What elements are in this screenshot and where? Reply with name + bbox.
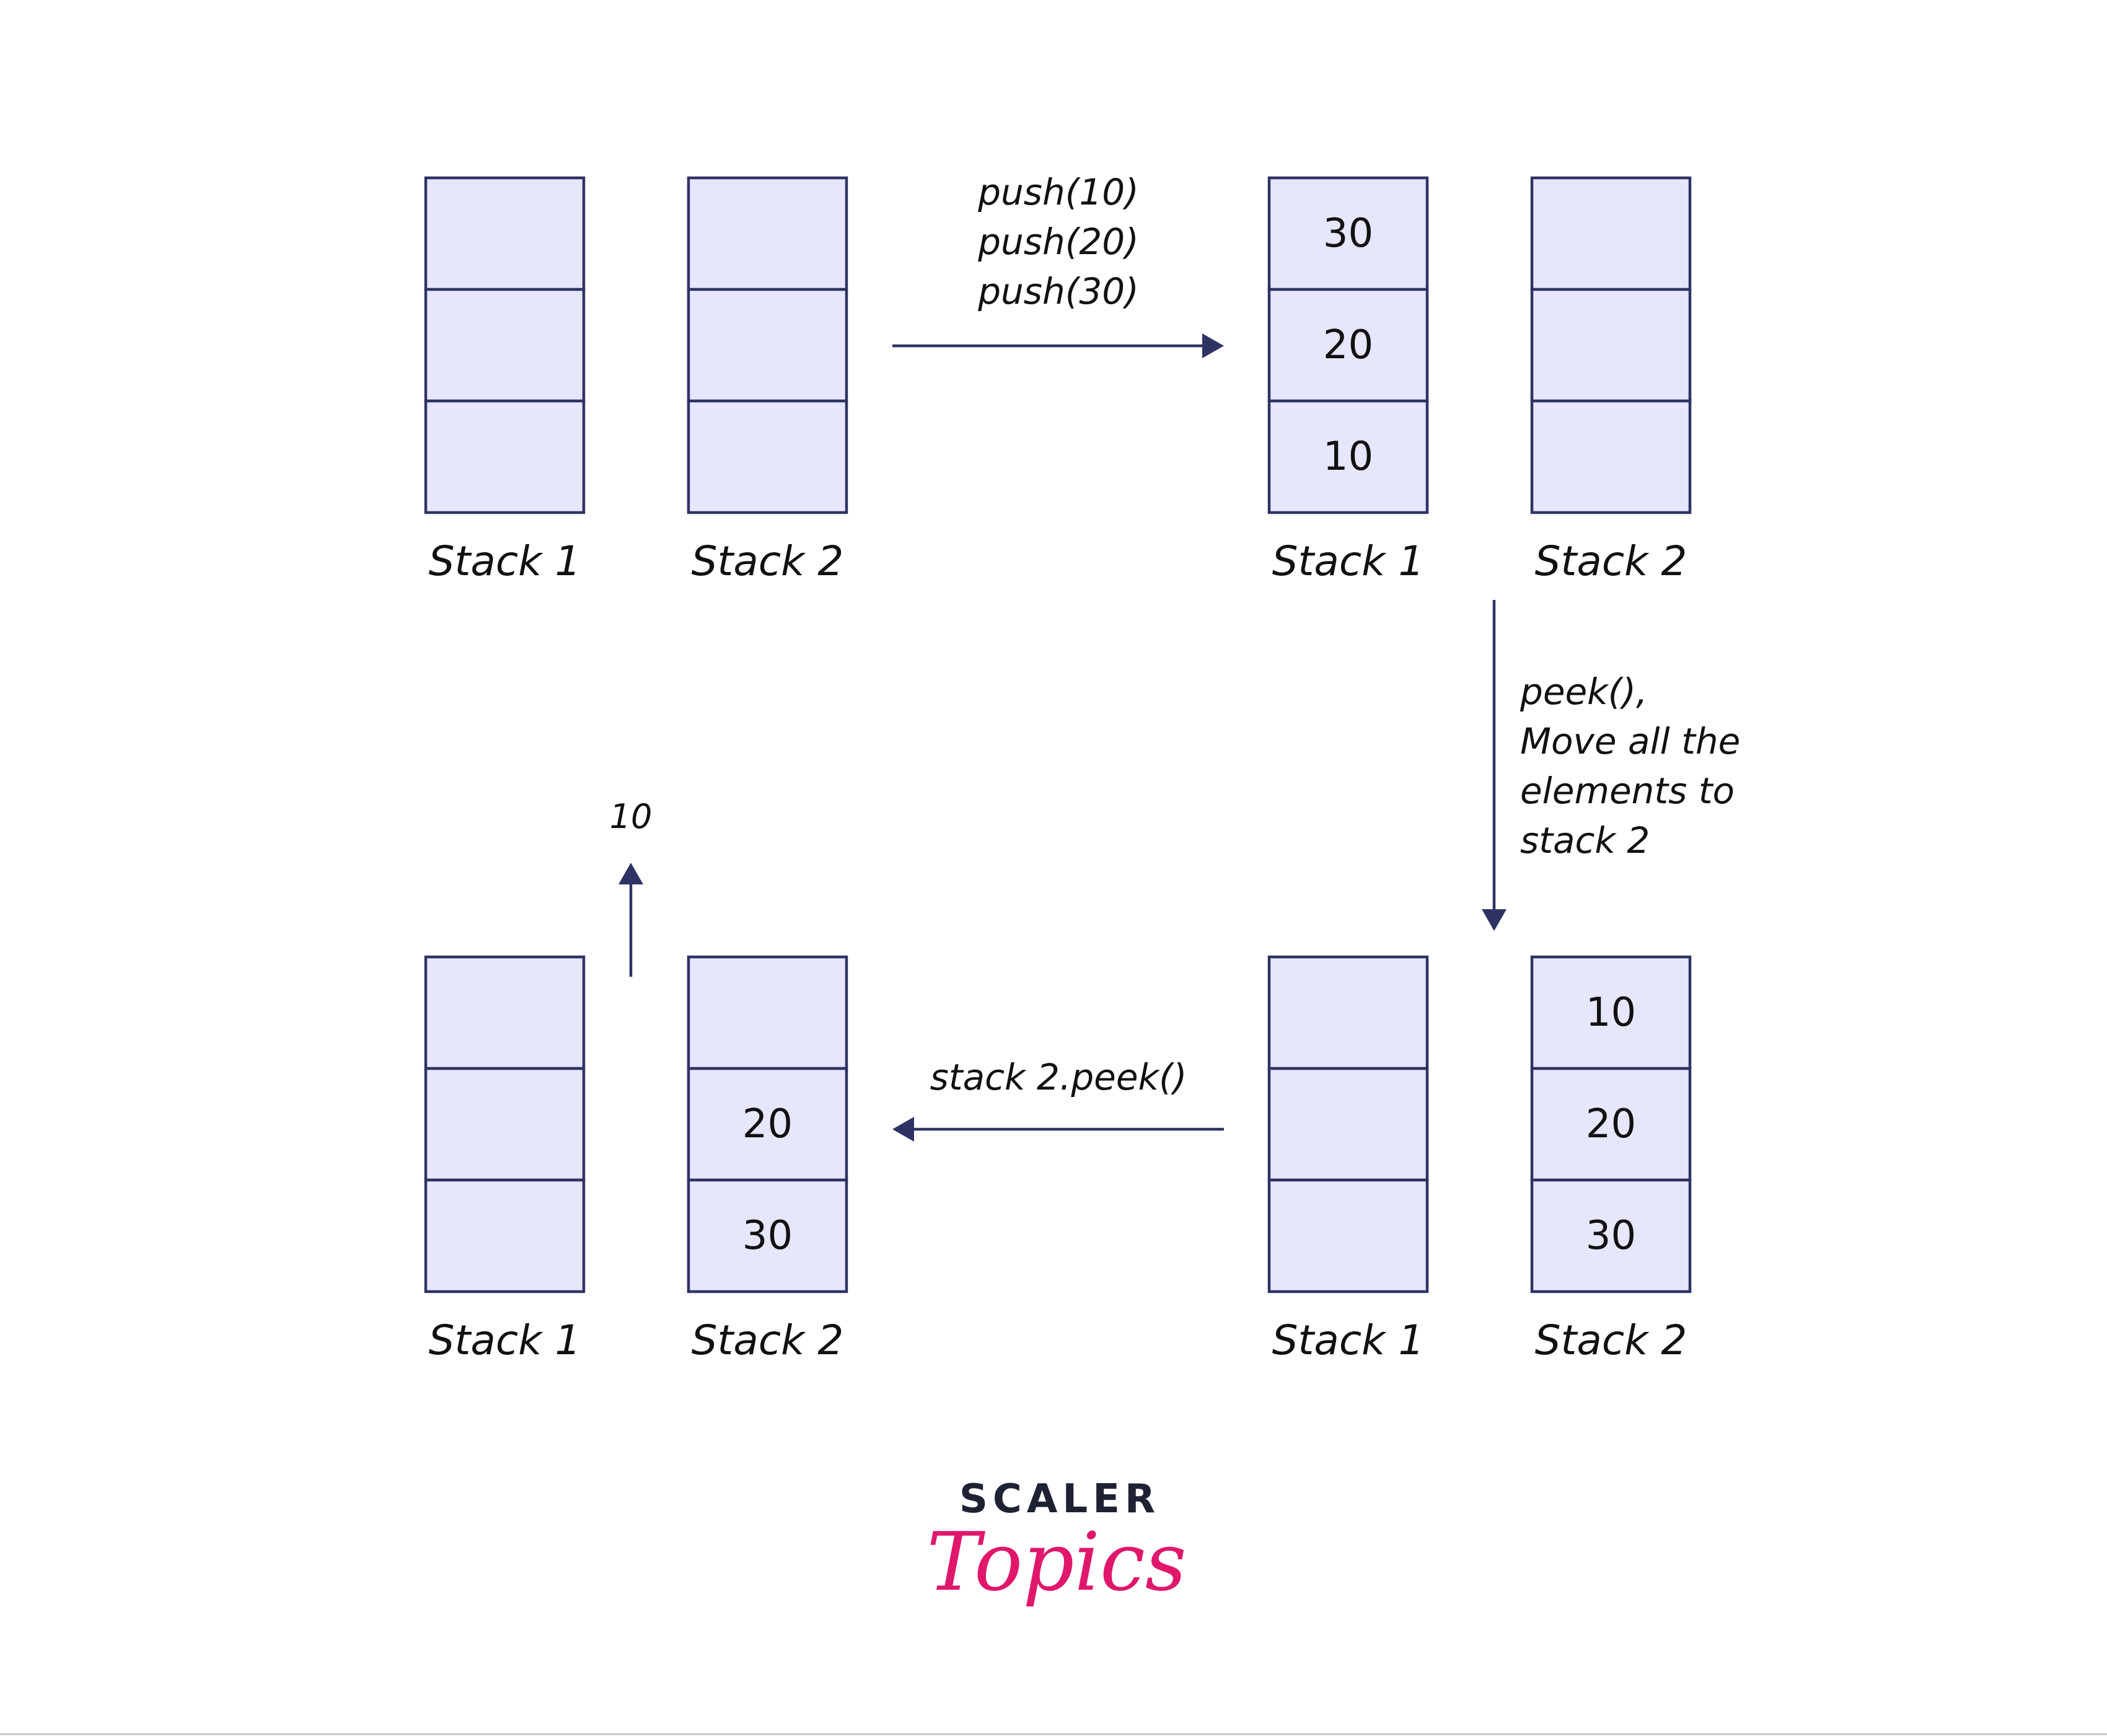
stack-label: Stack 2	[1535, 1316, 1687, 1364]
logo-scaler-text: SCALER	[959, 1476, 1160, 1522]
arrow-right-icon	[892, 333, 1224, 358]
cell-value: 30	[1323, 211, 1373, 257]
stack-cell	[424, 399, 586, 514]
peek-move-operation: peek(), Move all the elements to stack 2	[1482, 600, 1740, 931]
stack-cell	[1530, 955, 1692, 1070]
cell-value: 30	[1586, 1213, 1636, 1259]
stack-cell	[1267, 1067, 1429, 1182]
stack1-bottom-left: Stack 1	[424, 955, 586, 1364]
stack2-bottom-right: 10 20 30 Stack 2	[1530, 955, 1692, 1364]
op-line: Move all the	[1520, 720, 1740, 762]
op-line: stack 2.peek()	[930, 1056, 1187, 1098]
stack-cell	[1267, 955, 1429, 1070]
state-bottom-left: Stack 1 20 30 Stack 2	[424, 955, 848, 1364]
stack-cell	[1530, 1178, 1692, 1293]
op-line: elements to	[1520, 770, 1735, 812]
stack-label: Stack 1	[429, 537, 581, 585]
stack-cell	[687, 1067, 848, 1182]
op-line: stack 2	[1520, 819, 1650, 861]
cell-value: 10	[1586, 990, 1636, 1036]
stack-cell	[1530, 1067, 1692, 1182]
arrow-left-icon	[892, 1117, 1224, 1142]
stack-label: Stack 2	[692, 1316, 844, 1364]
result-value: 10	[610, 797, 653, 836]
stack-cell	[687, 176, 848, 291]
stack-cell	[424, 955, 586, 1070]
push-operation: push(10) push(20) push(30)	[892, 171, 1224, 358]
op-line: push(10)	[977, 171, 1139, 213]
stack2-top-left: Stack 2	[687, 176, 848, 585]
stack-cell	[687, 288, 848, 403]
stack-cell	[424, 176, 586, 291]
state-top-left: Stack 1 Stack 2	[424, 176, 848, 585]
stack-cell	[424, 1178, 586, 1293]
stack1-top-right: 30 20 10 Stack 1	[1267, 176, 1429, 585]
stack-cell	[1267, 288, 1429, 403]
stack1-bottom-right: Stack 1	[1267, 955, 1429, 1364]
stack-label: Stack 1	[1272, 1316, 1425, 1364]
stack-label: Stack 1	[1272, 537, 1425, 585]
stack-label: Stack 2	[692, 537, 844, 585]
stack2-bottom-left: 20 30 Stack 2	[687, 955, 848, 1364]
stack-cell	[687, 399, 848, 514]
stack-cell	[687, 1178, 848, 1293]
peek-result: 10	[610, 797, 653, 977]
stack1-top-left: Stack 1	[424, 176, 586, 585]
cell-value: 20	[742, 1101, 793, 1147]
cell-value: 20	[1586, 1101, 1636, 1147]
scaler-topics-logo: SCALER Topics	[926, 1476, 1186, 1609]
cell-value: 20	[1323, 322, 1373, 368]
stack-cell	[424, 288, 586, 403]
stack2-peek-operation: stack 2.peek()	[892, 1056, 1224, 1142]
arrow-down-icon	[1482, 600, 1507, 931]
arrow-up-icon	[618, 863, 643, 977]
cell-value: 10	[1323, 434, 1373, 480]
stack-cell	[424, 1067, 586, 1182]
op-line: push(30)	[977, 270, 1139, 312]
state-top-right: 30 20 10 Stack 1 Stack 2	[1267, 176, 1692, 585]
stack-cell	[1530, 176, 1692, 291]
cell-value: 30	[742, 1213, 793, 1259]
stack-cell	[1530, 288, 1692, 403]
stack-cell	[1530, 399, 1692, 514]
op-line: push(20)	[977, 221, 1139, 263]
stack-label: Stack 2	[1535, 537, 1687, 585]
logo-topics-text: Topics	[926, 1515, 1186, 1609]
state-bottom-right: Stack 1 10 20 30 Stack 2	[1267, 955, 1692, 1364]
stack-label: Stack 1	[429, 1316, 581, 1364]
stack-cell	[1267, 399, 1429, 514]
stack2-top-right: Stack 2	[1530, 176, 1692, 585]
stack-cell	[1267, 1178, 1429, 1293]
stack-cell	[687, 955, 848, 1070]
op-line: peek(),	[1520, 671, 1647, 713]
